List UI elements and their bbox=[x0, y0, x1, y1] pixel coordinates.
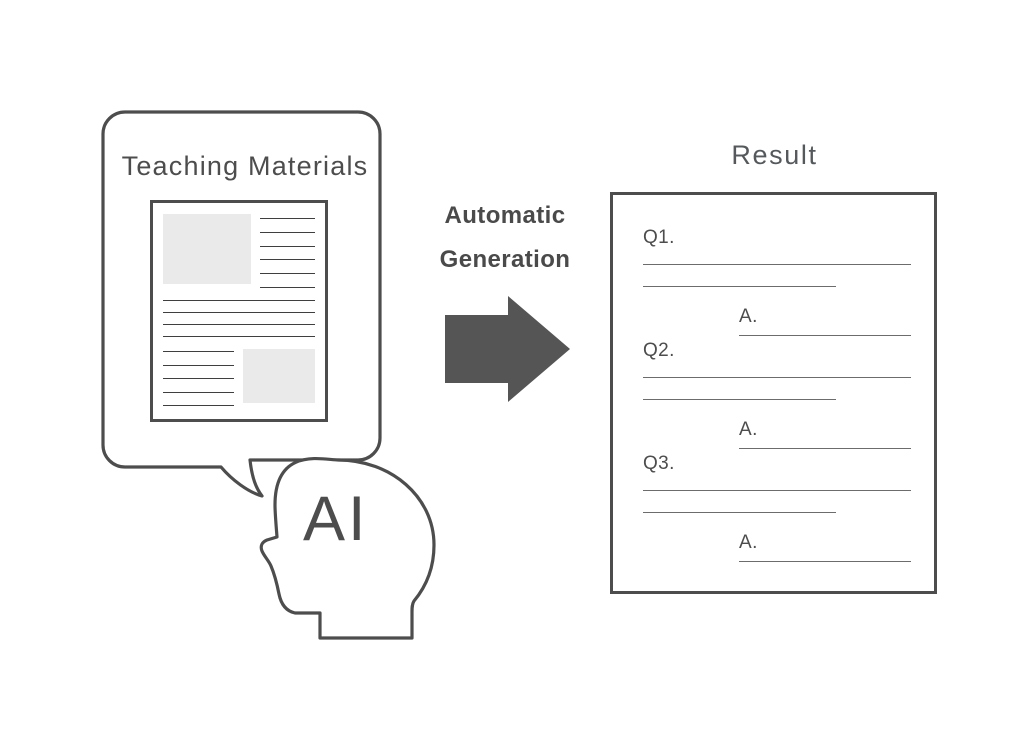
question-rule-line bbox=[643, 264, 911, 265]
result-sheet: Q1. A. Q2. A. Q3. A. bbox=[610, 192, 937, 594]
text-line bbox=[260, 286, 315, 288]
answer-row-3: A. bbox=[739, 533, 911, 562]
text-line bbox=[163, 300, 315, 301]
answer-label-3: A. bbox=[739, 532, 758, 553]
question-label-2: Q2. bbox=[643, 340, 675, 361]
text-line bbox=[163, 364, 234, 366]
question-rule-line bbox=[643, 512, 836, 513]
text-line bbox=[260, 218, 315, 219]
question-rule-line bbox=[643, 377, 911, 378]
teaching-material-document bbox=[150, 200, 328, 422]
text-line bbox=[163, 312, 315, 313]
text-line bbox=[260, 231, 315, 233]
text-line bbox=[260, 273, 315, 275]
answer-rule-line bbox=[739, 561, 911, 562]
text-line bbox=[163, 336, 315, 337]
text-line bbox=[163, 378, 234, 379]
teaching-materials-title: Teaching Materials bbox=[121, 151, 369, 181]
answer-row-1: A. bbox=[739, 307, 911, 336]
question-rule-line bbox=[643, 490, 911, 491]
document-middle-section bbox=[163, 300, 315, 337]
document-image-placeholder-top bbox=[163, 214, 251, 284]
text-line bbox=[260, 259, 315, 261]
answer-label-2: A. bbox=[739, 419, 758, 440]
text-line bbox=[260, 245, 315, 247]
document-bottom-section bbox=[163, 349, 315, 406]
automatic-generation-line2: Generation bbox=[439, 246, 571, 274]
text-line bbox=[163, 405, 234, 406]
question-rule-line bbox=[643, 399, 836, 400]
document-top-lines bbox=[260, 214, 315, 288]
qa-group-1: Q1. A. bbox=[643, 228, 911, 336]
question-label-1: Q1. bbox=[643, 227, 675, 248]
automatic-generation-label: Automatic Generation bbox=[400, 194, 610, 283]
text-line bbox=[163, 324, 315, 325]
answer-row-2: A. bbox=[739, 420, 911, 449]
text-line bbox=[163, 351, 234, 352]
automatic-generation-line1: Automatic bbox=[444, 202, 566, 229]
document-bottom-lines bbox=[163, 349, 234, 406]
answer-rule-line bbox=[739, 335, 911, 336]
answer-label-1: A. bbox=[739, 306, 758, 327]
question-rule-line bbox=[643, 286, 836, 287]
qa-group-2: Q2. A. bbox=[643, 341, 911, 449]
qa-group-3: Q3. A. bbox=[643, 454, 911, 562]
document-image-placeholder-bottom bbox=[243, 349, 315, 403]
question-label-3: Q3. bbox=[643, 453, 675, 474]
answer-rule-line bbox=[739, 448, 911, 449]
result-title: Result bbox=[731, 140, 818, 170]
text-line bbox=[163, 391, 234, 393]
arrow-right-icon bbox=[445, 296, 570, 402]
document-top-section bbox=[163, 214, 315, 290]
ai-label: AI bbox=[303, 484, 369, 554]
